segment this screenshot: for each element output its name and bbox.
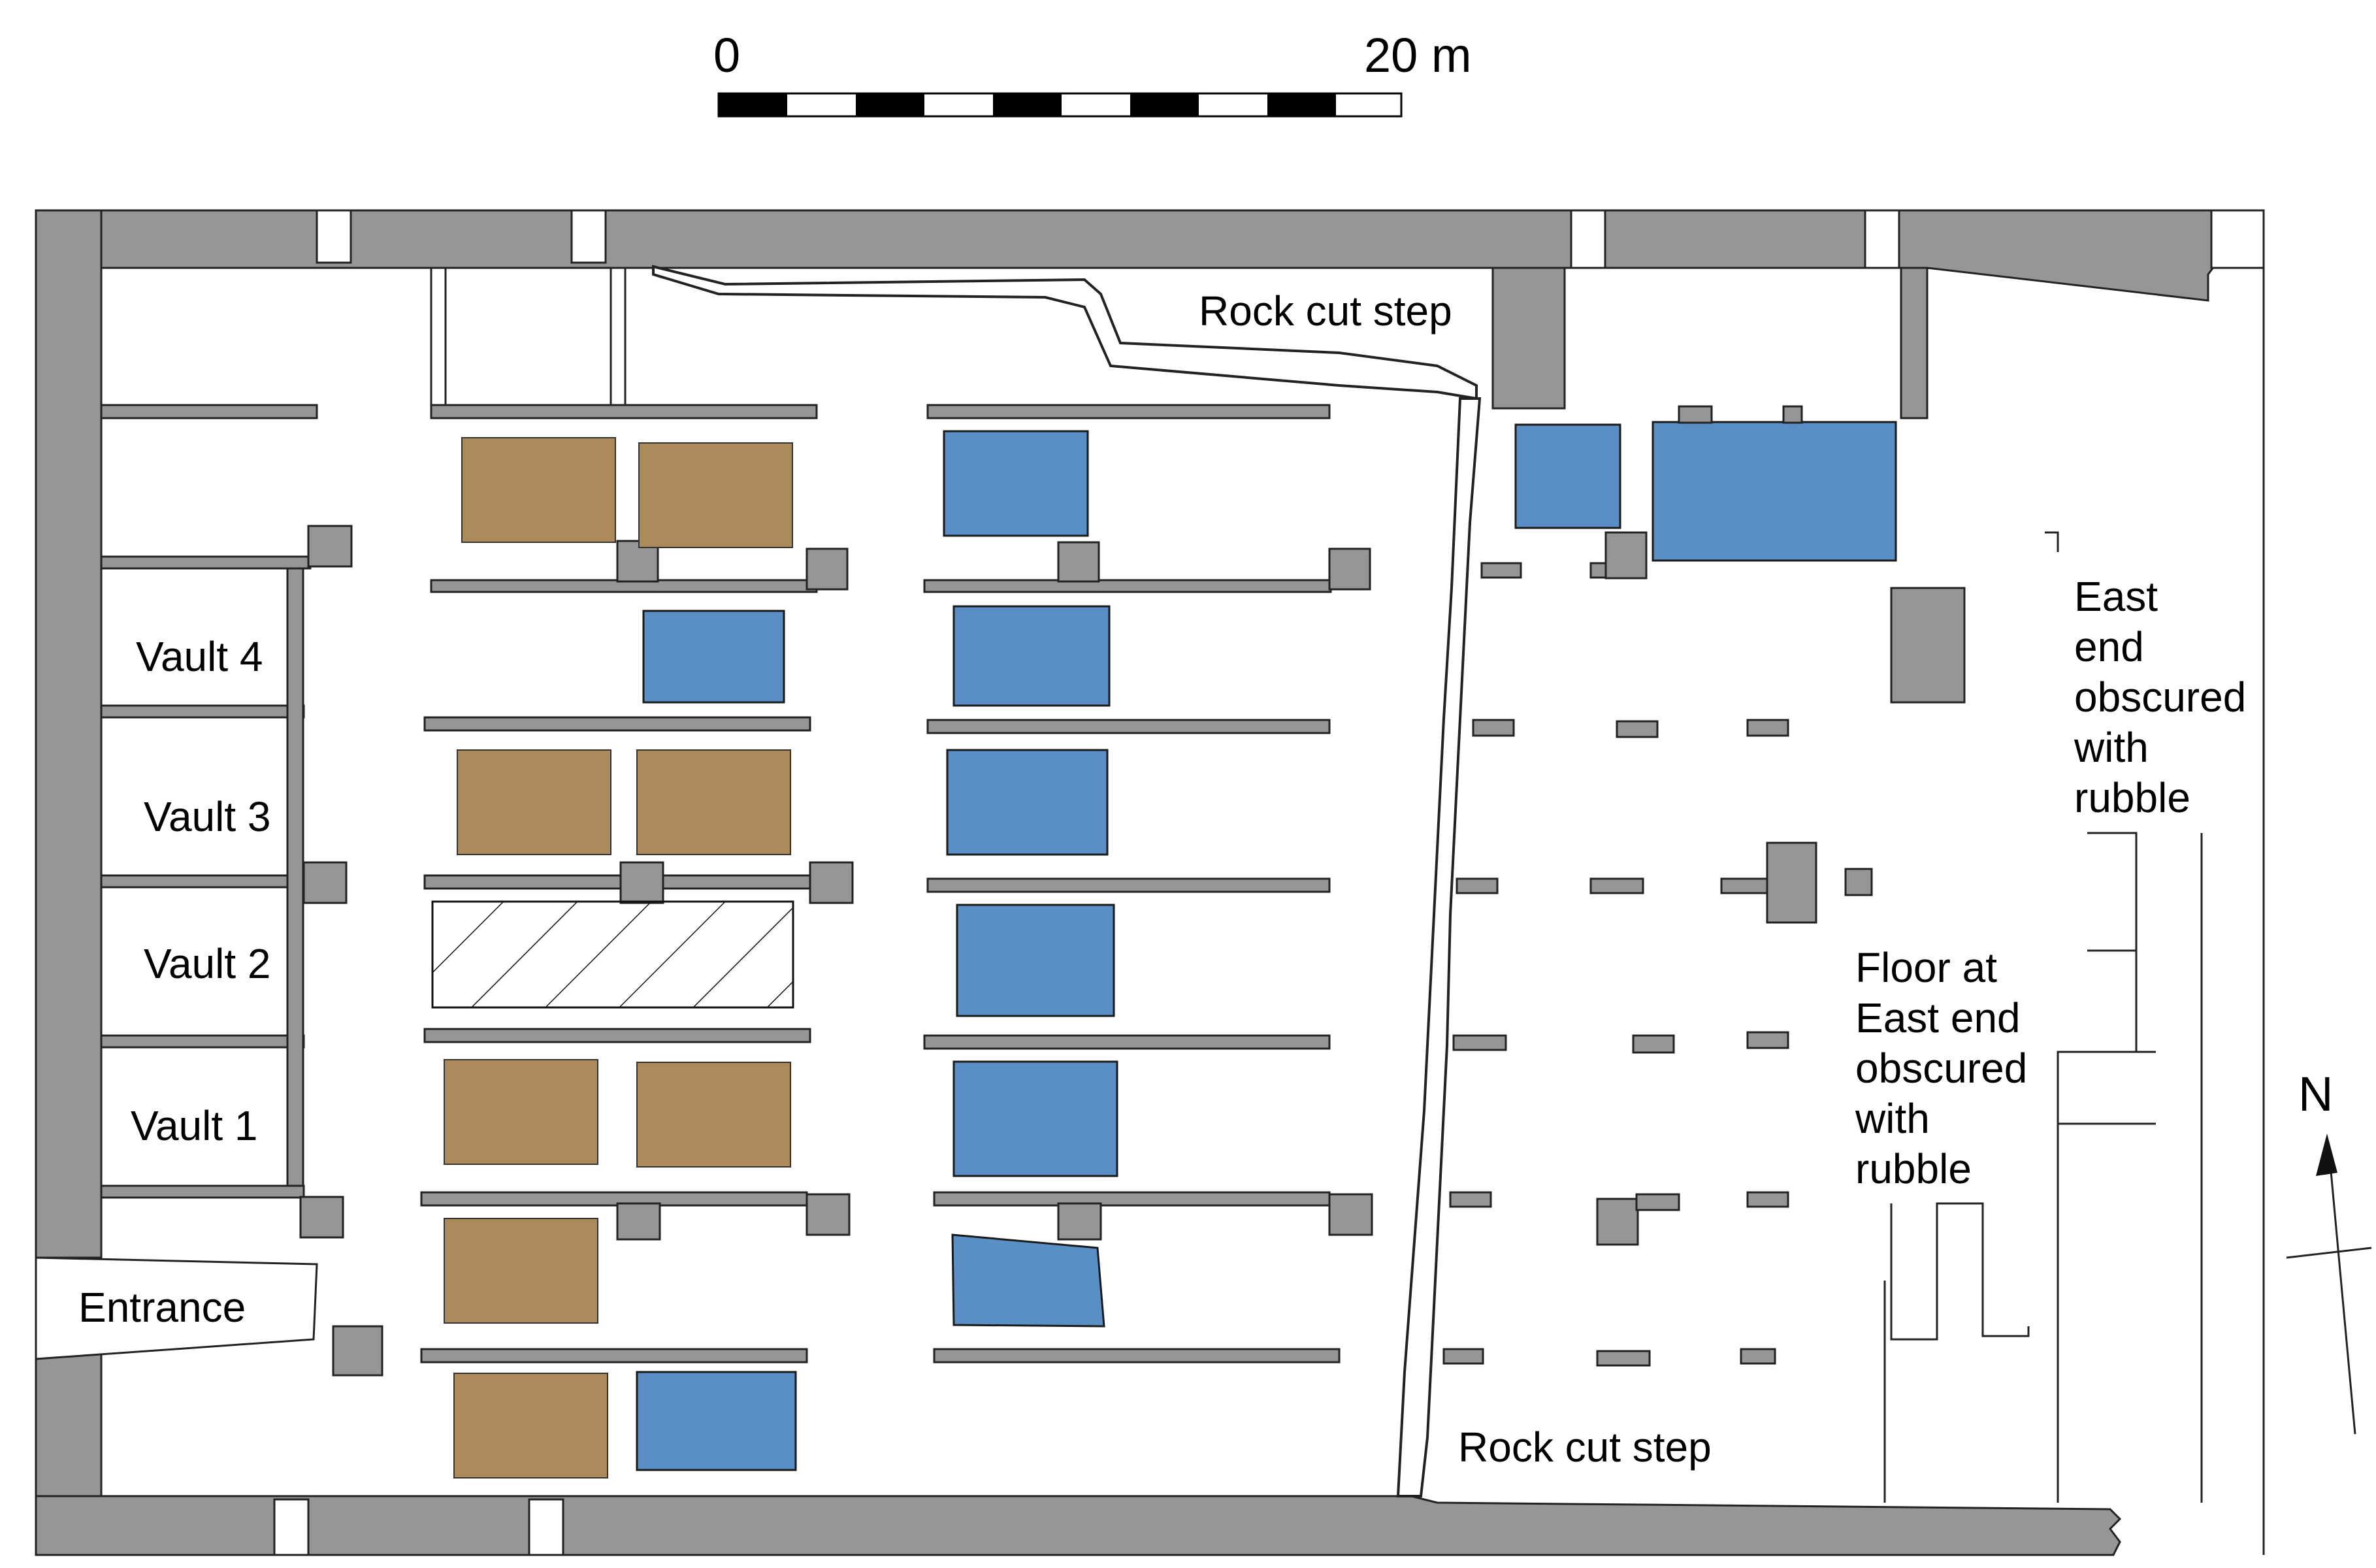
hatched-feature	[431, 900, 794, 1009]
east-end-line: obscured	[2074, 674, 2246, 721]
label-floor-east-end: Floor at East end obscured with rubble	[1855, 944, 2039, 1192]
scale-segment	[856, 93, 924, 116]
label-vault-2: Vault 2	[144, 940, 271, 987]
floor-east-end-line: obscured	[1855, 1045, 2027, 1092]
east-end-line: East	[2074, 573, 2158, 620]
scale-segment	[719, 93, 787, 116]
scale-bar: 0 20 m	[713, 28, 1472, 118]
blue-features	[636, 421, 1897, 1471]
north-arrow-crossbar	[2286, 1247, 2372, 1259]
scale-segment	[1267, 93, 1336, 116]
east-end-line: rubble	[2074, 774, 2190, 821]
nave-beams	[420, 404, 1341, 1364]
label-rock-cut-step-north: Rock cut step	[1199, 287, 1452, 335]
floor-east-end-line: East end	[1855, 994, 2021, 1041]
brown-features	[444, 437, 793, 1478]
floor-east-end-line: Floor at	[1855, 944, 1997, 991]
scale-segment	[1130, 93, 1199, 116]
wall-openings	[273, 209, 2265, 1556]
vault-partitions	[100, 404, 383, 1377]
north-arrow-shaft	[2328, 1149, 2356, 1435]
east-end-line: end	[2074, 623, 2144, 670]
label-vault-1: Vault 1	[131, 1102, 258, 1149]
east-north-walls	[1491, 267, 1928, 419]
scale-segment	[993, 93, 1062, 116]
label-east-end: East end obscured with rubble	[2074, 573, 2258, 821]
rock-cut-step-south	[1396, 397, 1482, 1497]
floor-east-end-line: with	[1855, 1095, 1930, 1142]
scale-label-end: 20 m	[1364, 28, 1472, 82]
label-entrance: Entrance	[78, 1284, 246, 1331]
east-end-lines	[1883, 268, 2203, 1503]
floor-east-end-line: rubble	[1855, 1145, 1972, 1192]
nave-north-posts	[430, 267, 627, 406]
label-vault-4: Vault 4	[136, 633, 263, 680]
label-rock-cut-step-south: Rock cut step	[1458, 1424, 1712, 1471]
east-end-line: with	[2074, 724, 2149, 771]
nave-piers	[616, 540, 1373, 1241]
north-arrow: N	[2286, 1067, 2372, 1435]
entrance-passage	[35, 1256, 318, 1360]
north-arrow-head-icon	[2316, 1134, 2337, 1176]
north-label: N	[2298, 1067, 2333, 1121]
scale-label-start: 0	[713, 28, 740, 82]
label-vault-3: Vault 3	[144, 793, 271, 840]
east-piers	[1442, 405, 1966, 1367]
